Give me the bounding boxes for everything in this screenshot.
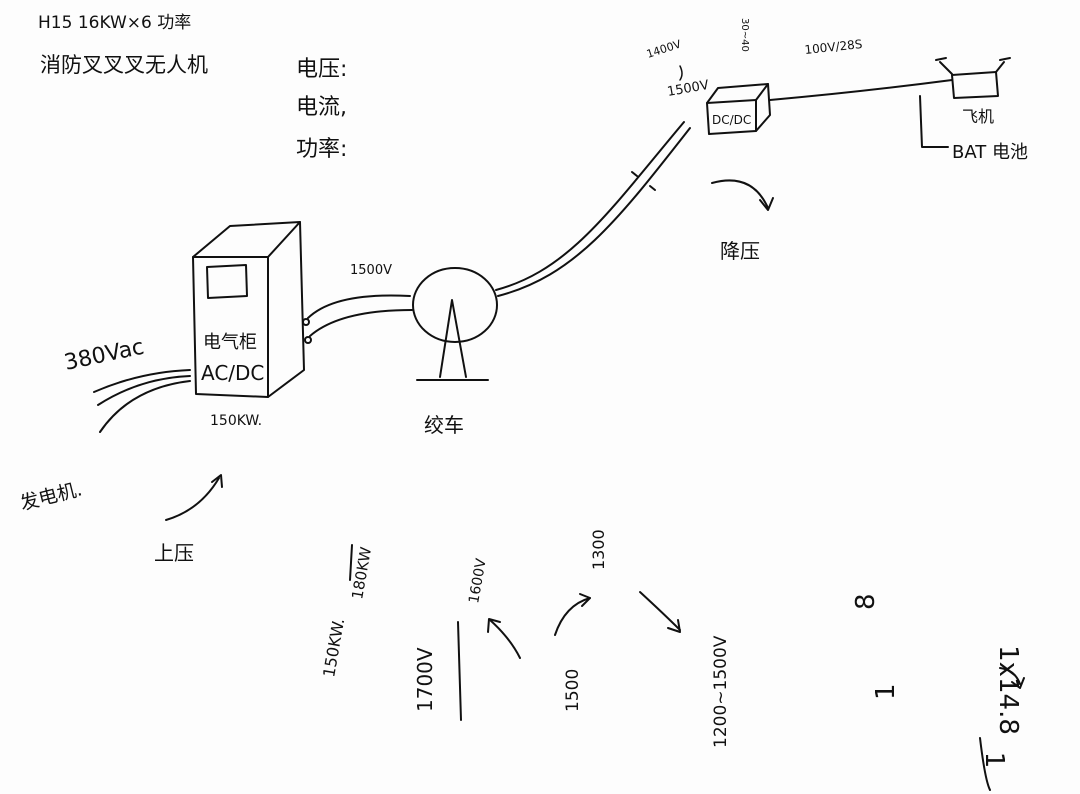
header-line2: 消防叉叉叉无人机: [40, 53, 208, 77]
drone-prop-right: [999, 57, 1011, 61]
note-n3: 1700V: [413, 647, 437, 712]
cabinet-port-2: [304, 336, 312, 344]
boost-label: 上压: [154, 541, 194, 565]
note-n3-line: [457, 621, 462, 721]
battery-leader: [919, 95, 949, 148]
dcdc-tag: 30~40: [739, 18, 750, 52]
step-down-arrow-head: [759, 197, 774, 211]
tether-tick-1: [631, 171, 638, 177]
note-n4-arrow-head: [487, 618, 501, 633]
cabinet-box: [192, 221, 312, 398]
cabinet-port-1: [302, 318, 310, 326]
tether-voltage: 1500V: [350, 263, 392, 278]
cabinet-side: [267, 221, 305, 398]
note-n10-arrow-head: [1011, 677, 1025, 689]
cable-to-winch-upper: [307, 294, 411, 319]
cabinet-top: [192, 221, 301, 258]
tether-cable-2: [497, 127, 691, 297]
cabinet-type: AC/DC: [201, 361, 264, 385]
step-down-label: 降压: [720, 239, 760, 263]
boost-arrow-head: [211, 474, 223, 488]
input-line-3: [99, 380, 191, 433]
drone-arm-right: [995, 61, 1005, 73]
note-n5: 1300: [589, 529, 608, 570]
battery-label: BAT 电池: [952, 142, 1028, 163]
header-line1: H15 16KW×6 功率: [38, 13, 191, 33]
note-n4-arrow: [489, 619, 521, 659]
note-n1: 150KW.: [319, 617, 348, 679]
drone-arm-left: [939, 61, 953, 75]
boost-arrow: [165, 477, 220, 521]
note-n7-arrow: [639, 591, 681, 631]
dcdc-out-voltage: 100V/28S: [804, 37, 863, 57]
cabinet-screen: [206, 264, 248, 299]
dcdc-in-top: 1400V: [645, 37, 683, 60]
input-voltage: 380Vac: [62, 335, 146, 376]
note-n6: 1500: [563, 669, 583, 712]
note-n5-arrow-head: [579, 593, 591, 607]
drone-body: [951, 71, 999, 99]
winch-stand: [439, 299, 467, 378]
cable-to-drone: [769, 79, 953, 101]
note-n10-arrow: [999, 667, 1021, 685]
input-line-1: [93, 369, 191, 393]
note-n1-divider: [349, 544, 353, 581]
winch-label: 绞车: [424, 413, 464, 437]
dcdc-in-bottom: 1500V: [666, 78, 710, 100]
dcdc-box: [706, 83, 771, 135]
tether-cable-1: [495, 121, 685, 291]
drone: [935, 57, 1011, 99]
dcdc-top: [706, 83, 769, 104]
param-current: 电流,: [296, 95, 347, 120]
dcdc-label: DC/DC: [712, 113, 751, 127]
drone-label: 飞机: [962, 107, 994, 126]
winch: [412, 267, 498, 381]
note-n11-stroke: [979, 737, 991, 791]
note-n8: 8: [851, 593, 881, 610]
cabinet-label: 电气柜: [203, 332, 257, 353]
cabinet-power: 150KW.: [210, 413, 262, 429]
note-n4: 1600V: [466, 557, 490, 605]
generator-label: 发电机.: [18, 478, 84, 515]
param-voltage: 电压:: [296, 57, 347, 82]
cable-to-winch-lower: [309, 309, 413, 337]
step-down-arrow: [711, 179, 769, 209]
drone-prop-left: [935, 57, 947, 61]
note-n10: 1x14.8: [993, 645, 1023, 735]
note-n11: 1: [979, 752, 1009, 769]
tether-tick-2: [649, 185, 656, 191]
note-n9: 1: [871, 683, 901, 700]
dcdc-range-tilde: [679, 65, 683, 81]
note-n7: 1200~1500V: [711, 635, 731, 748]
note-n7-arrow-head: [667, 619, 681, 633]
winch-drum: [412, 267, 498, 343]
note-n5-arrow: [554, 597, 591, 636]
param-power: 功率:: [296, 137, 347, 162]
input-line-2: [97, 375, 191, 406]
dcdc-side: [755, 83, 771, 132]
